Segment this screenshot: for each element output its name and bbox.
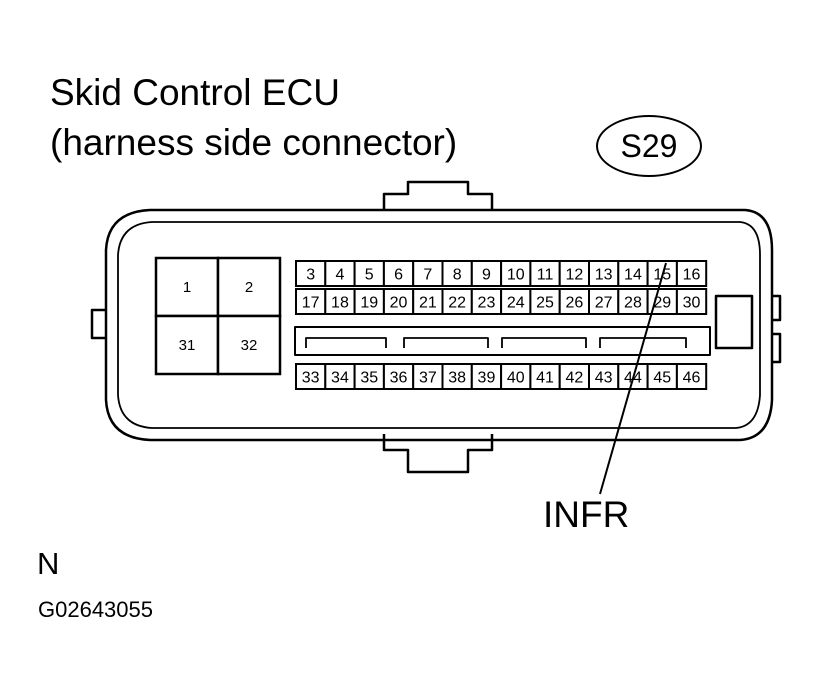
top-row-terminal-13 [588, 260, 620, 287]
terminal-number: 9 [482, 267, 491, 284]
large-terminal-label: 31 [179, 337, 196, 354]
terminal-number: 42 [565, 370, 583, 387]
large-terminal-label: 1 [183, 279, 191, 296]
terminal-number: 14 [624, 267, 642, 284]
figure-code: G02643055 [38, 597, 153, 622]
small-terminal-grid: 3456789101112131415161718192021222324252… [295, 260, 708, 390]
terminal-number: 10 [507, 267, 525, 284]
middle-row-terminal-24 [500, 288, 532, 315]
terminal-number: 40 [507, 370, 525, 387]
terminal-number: 29 [653, 295, 671, 312]
terminal-number: 20 [390, 295, 408, 312]
terminal-number: 33 [302, 370, 320, 387]
large-terminal-2 [216, 256, 282, 318]
right-lock-tab [714, 294, 754, 350]
terminal-number: 38 [448, 370, 466, 387]
terminal-number: 35 [360, 370, 378, 387]
bottom-row-terminal-46 [675, 363, 708, 390]
terminal-number: 28 [624, 295, 642, 312]
top-row-terminal-7 [412, 260, 444, 287]
top-latch [382, 180, 494, 210]
large-terminal-block: 1 2 31 32 [154, 256, 282, 376]
bottom-row-terminal-42 [558, 363, 591, 390]
terminal-number: 16 [683, 267, 701, 284]
terminal-number: 46 [683, 370, 701, 387]
terminal-number: 37 [419, 370, 437, 387]
terminal-number: 36 [390, 370, 408, 387]
terminal-number: 26 [565, 295, 583, 312]
top-row-terminal-5 [353, 260, 385, 287]
terminal-number: 25 [536, 295, 554, 312]
terminal-number: 4 [335, 267, 344, 284]
terminal-number: 8 [453, 267, 462, 284]
terminal-number: 7 [423, 267, 432, 284]
terminal-number: 27 [595, 295, 613, 312]
middle-row-terminal-29 [646, 288, 678, 315]
large-terminal-label: 2 [245, 279, 253, 296]
terminal-number: 19 [360, 295, 378, 312]
top-row-terminal-16 [675, 260, 708, 287]
terminal-number: 34 [331, 370, 349, 387]
terminal-number: 43 [595, 370, 613, 387]
terminal-number: 11 [537, 267, 554, 284]
connector-housing-outer [104, 208, 774, 442]
bottom-row-terminal-37 [412, 363, 444, 390]
infr-callout-label: INFR [543, 494, 630, 535]
terminal-number: 17 [302, 295, 320, 312]
keying-slot-notches [305, 337, 687, 348]
connector-code: S29 [620, 127, 678, 164]
middle-row-terminal-28 [617, 288, 649, 315]
connector-housing-inner [117, 221, 761, 429]
large-terminal-label: 32 [241, 337, 258, 354]
top-row-terminal-9 [470, 260, 503, 287]
connector-code-badge: S29 [596, 115, 702, 177]
title-line-2: (harness side connector) [50, 122, 458, 163]
terminal-number: 21 [419, 295, 437, 312]
infr-callout-leader [599, 262, 667, 495]
terminal-number: 45 [653, 370, 671, 387]
top-row-terminal-14 [617, 260, 649, 287]
bottom-row-terminal-34 [324, 363, 356, 390]
middle-row-terminal-23 [470, 288, 503, 315]
middle-row-terminal-30 [675, 288, 708, 315]
terminal-number: 30 [683, 295, 701, 312]
top-row-terminal-12 [558, 260, 591, 287]
terminal-number: 6 [394, 267, 403, 284]
terminal-number: 12 [565, 267, 583, 284]
orientation-mark: N [37, 546, 60, 581]
top-row-terminal-10 [500, 260, 532, 287]
terminal-number: 18 [331, 295, 349, 312]
terminal-number: 39 [478, 370, 496, 387]
terminal-number: 5 [365, 267, 374, 284]
right-ear [772, 294, 782, 364]
top-row-terminal-8 [441, 260, 473, 287]
large-terminal-32 [216, 314, 282, 376]
terminal-number: 3 [306, 267, 315, 284]
terminal-number: 13 [595, 267, 613, 284]
top-row-terminal-4 [324, 260, 356, 287]
terminal-number: 41 [536, 370, 554, 387]
terminal-number: 23 [478, 295, 496, 312]
terminal-number: 24 [507, 295, 525, 312]
bottom-latch [382, 434, 494, 474]
keying-slot-bar [294, 326, 711, 356]
left-ear [90, 308, 106, 340]
terminal-number: 22 [448, 295, 466, 312]
title-line-1: Skid Control ECU [50, 72, 340, 113]
middle-row-terminal-17 [295, 288, 327, 315]
middle-row-terminal-26 [558, 288, 591, 315]
